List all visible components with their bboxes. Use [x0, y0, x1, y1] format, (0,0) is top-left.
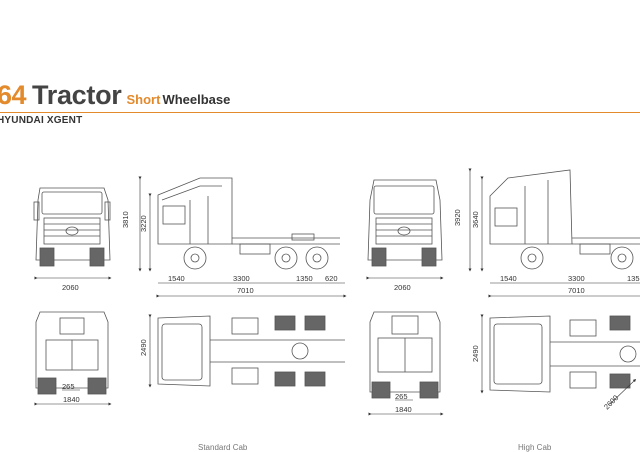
top-view-truck-right — [489, 315, 640, 393]
top-view-truck-left — [157, 315, 345, 387]
dim-lower-1-right: 3300 — [568, 274, 585, 283]
dim-rear-track-left: 1840 — [63, 395, 80, 404]
title-short: Short — [126, 92, 161, 107]
dim-lower-1-left: 3300 — [233, 274, 250, 283]
title-tractor: Tractor — [32, 80, 122, 110]
dim-lower-0-right: 1540 — [500, 274, 517, 283]
dim-rear-track-right: 1840 — [395, 405, 412, 414]
dim-turn-radius-right: 2600 — [602, 393, 620, 411]
brand-label: HYUNDAI XGENT — [0, 115, 83, 126]
side-view-truck-right — [489, 169, 640, 270]
dim-height-cab-left: 3810 — [121, 211, 130, 228]
header-rule — [0, 112, 640, 113]
dim-height-roof-left: 3220 — [139, 215, 148, 232]
title-wheelbase: Wheelbase — [162, 92, 231, 107]
dim-lower-2-right: 135 — [627, 274, 640, 283]
dim-lower-3-left: 620 — [325, 274, 338, 283]
caption-left: Standard Cab — [198, 443, 248, 452]
model-number: 64 — [0, 80, 27, 110]
dim-lower-2-left: 1350 — [296, 274, 313, 283]
dim-front-width-right: 2060 — [394, 283, 411, 292]
rear-view-truck-left — [35, 311, 109, 395]
dim-height-roof-right: 3640 — [471, 211, 480, 228]
dim-top-width-right: 2490 — [471, 345, 480, 362]
dim-top-width-left: 2490 — [139, 339, 148, 356]
dim-overall-length-left: 7010 — [237, 286, 254, 295]
dim-lower-0-left: 1540 — [168, 274, 185, 283]
dim-rear-gap-left: 265 — [62, 382, 75, 391]
front-view-truck-left — [33, 187, 111, 267]
dim-overall-length-right: 7010 — [568, 286, 585, 295]
side-view-truck-left — [157, 177, 340, 270]
caption-right: High Cab — [518, 443, 552, 452]
rear-view-truck-right — [369, 311, 441, 399]
dim-rear-gap-right: 265 — [395, 392, 408, 401]
dim-height-cab-right: 3920 — [453, 209, 462, 226]
dim-front-width-left: 2060 — [62, 283, 79, 292]
front-view-truck-right — [367, 179, 443, 267]
